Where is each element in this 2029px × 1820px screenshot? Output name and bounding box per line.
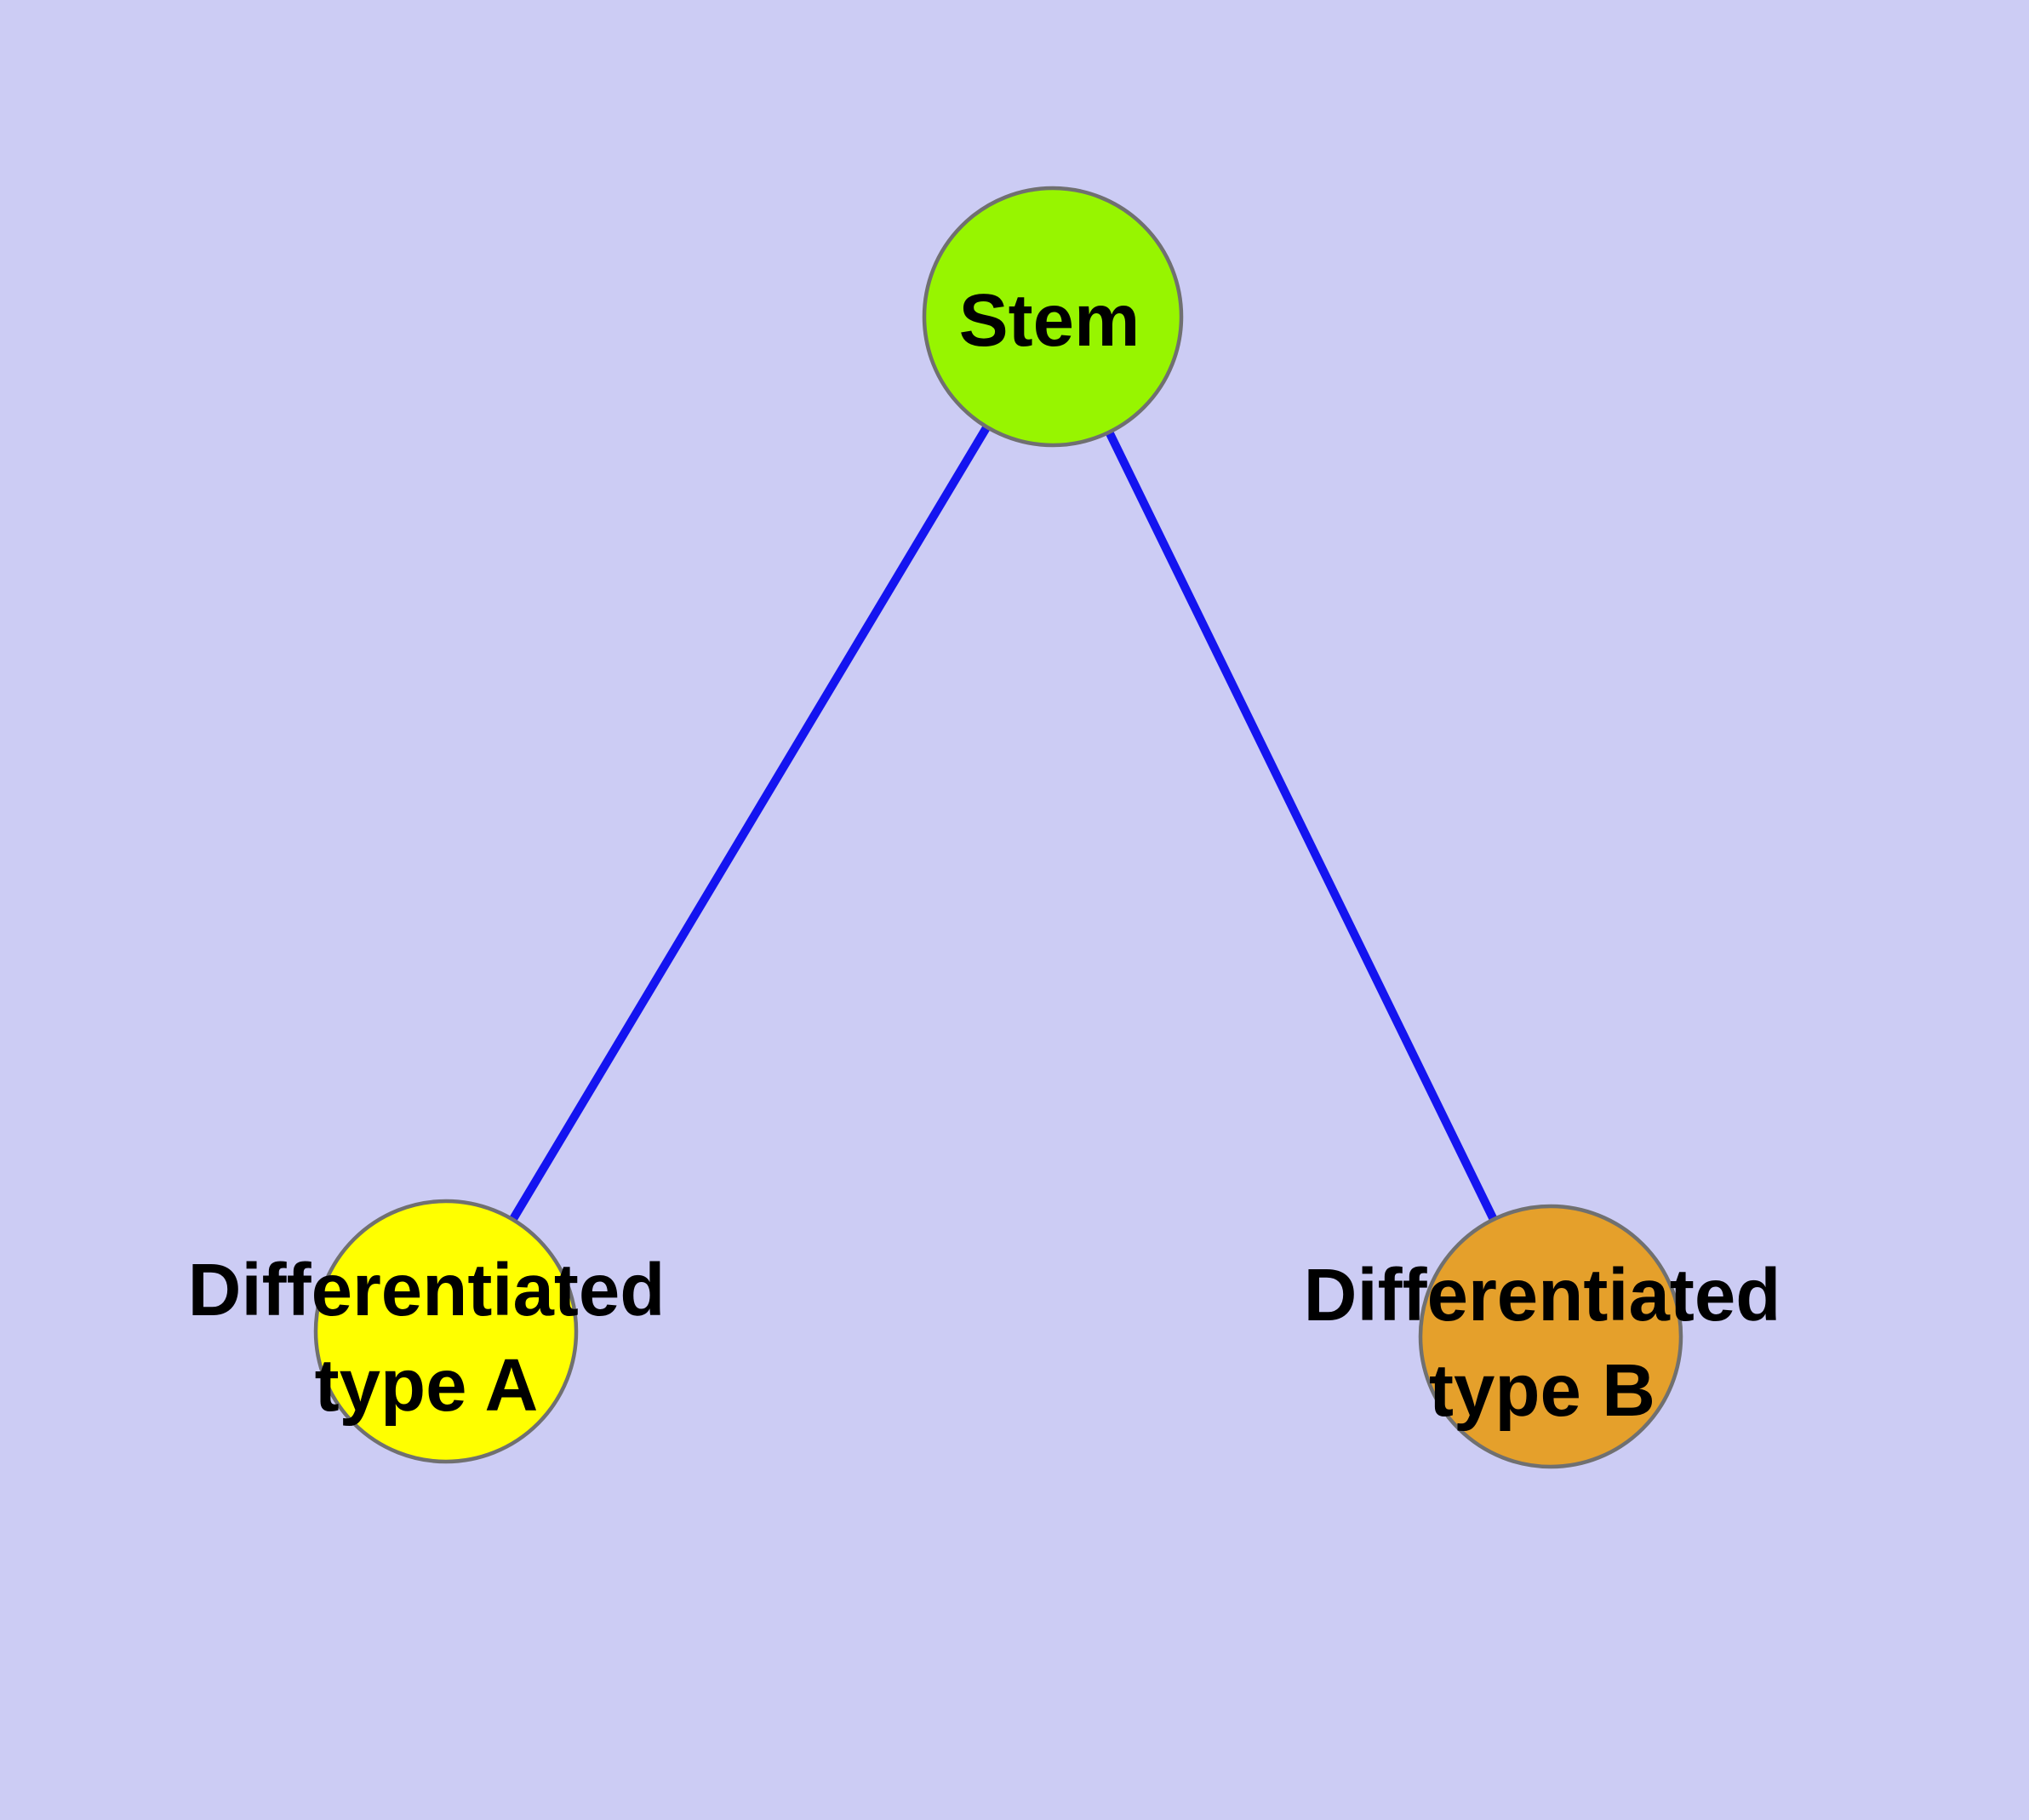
node-differentiated-type-a [313,1199,579,1464]
node-label-stem: Stem [958,279,1140,362]
node-stem [922,186,1184,448]
node-differentiated-type-b [1418,1204,1683,1469]
node-label-differentiated-type-b: Differentiated type B [1303,1254,1781,1432]
node-label-differentiated-type-a: Differentiated type A [187,1249,666,1427]
edge-stem-to-differentiated-type-b [1049,314,1555,1339]
edge-stem-to-differentiated-type-a [442,314,1057,1334]
